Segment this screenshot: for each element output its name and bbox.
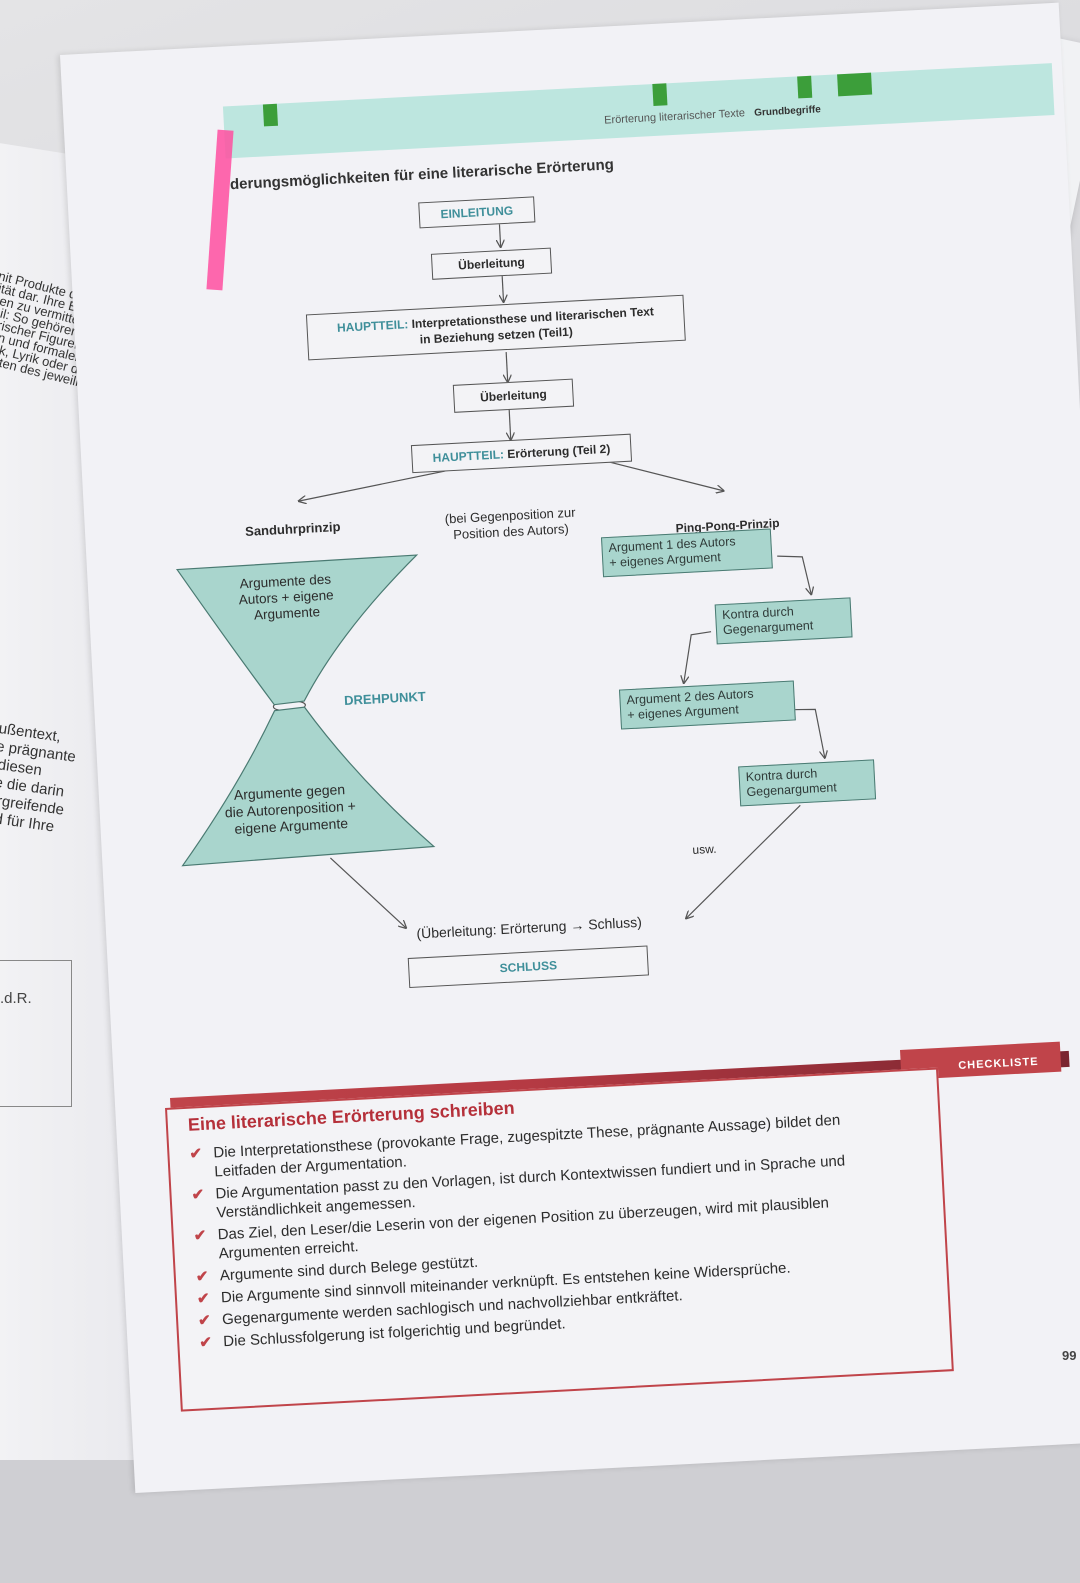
page-title: derungsmöglichkeiten für eine literarisc… bbox=[229, 156, 615, 194]
checkmark-icon: ✔ bbox=[198, 1333, 213, 1352]
pingpong-kontra-2: Kontra durch Gegenargument bbox=[738, 759, 877, 807]
einleitung-label: EINLEITUNG bbox=[440, 203, 514, 222]
ueberleitung-2-label: Überleitung bbox=[479, 387, 548, 405]
page-number: 99 bbox=[1062, 1348, 1077, 1363]
hauptteil-2-text: Erörterung (Teil 2) bbox=[506, 441, 611, 462]
hauptteil-1-prefix: HAUPTTEIL: bbox=[336, 317, 409, 335]
sanduhr-label: Sanduhrprinzip bbox=[244, 518, 341, 539]
header-tab-marker bbox=[652, 83, 668, 107]
left-page-box-text: .d.R. bbox=[0, 990, 32, 1007]
page-header-band bbox=[222, 63, 1055, 159]
usw-label: usw. bbox=[692, 841, 717, 857]
hourglass-bottom-text: Argumente gegen die Autorenposition + ei… bbox=[224, 781, 357, 837]
pingpong-kontra-1: Kontra durch Gegenargument bbox=[714, 597, 853, 645]
box-hauptteil-2: HAUPTTEIL: Erörterung (Teil 2) bbox=[410, 433, 633, 474]
box-einleitung: EINLEITUNG bbox=[418, 196, 536, 229]
hourglass-top-text: Argumente des Autors + eigene Argumente bbox=[238, 571, 334, 623]
header-tab-marker bbox=[837, 72, 873, 97]
checkmark-icon: ✔ bbox=[191, 1186, 205, 1204]
box-ueberleitung-2: Überleitung bbox=[452, 378, 575, 413]
pingpong-argument-1: Argument 1 des Autors + eigenes Argument bbox=[600, 528, 773, 578]
checkmark-icon: ✔ bbox=[189, 1145, 203, 1163]
checklist-box: Eine literarische Erörterung schreiben ✔… bbox=[165, 1067, 954, 1412]
checkmark-icon: ✔ bbox=[195, 1267, 209, 1286]
header-tab-marker bbox=[797, 75, 813, 99]
checkmark-icon: ✔ bbox=[197, 1311, 212, 1330]
ueberleitung-1-label: Überleitung bbox=[457, 254, 526, 273]
ueberleitung-schluss: (Überleitung: Erörterung → Schluss) bbox=[416, 913, 643, 942]
checkmark-icon: ✔ bbox=[196, 1289, 211, 1308]
checklist-list: ✔Die Interpretationsthese (provokante Fr… bbox=[189, 1109, 889, 1356]
checkmark-icon: ✔ bbox=[193, 1227, 207, 1245]
header-tab-marker bbox=[262, 103, 278, 127]
left-page-box bbox=[0, 960, 72, 1107]
schluss-label: SCHLUSS bbox=[499, 958, 558, 976]
gegenposition-note: (bei Gegenposition zur Position des Auto… bbox=[444, 504, 576, 543]
box-ueberleitung-1: Überleitung bbox=[430, 247, 553, 280]
box-schluss: SCHLUSS bbox=[407, 945, 649, 988]
box-hauptteil-1: HAUPTTEIL: Interpretationsthese und lite… bbox=[305, 294, 686, 361]
hauptteil-2-prefix: HAUPTTEIL: bbox=[432, 447, 505, 466]
pingpong-argument-2: Argument 2 des Autors + eigenes Argument bbox=[618, 680, 796, 730]
drehpunkt-label: DREHPUNKT bbox=[343, 688, 427, 709]
